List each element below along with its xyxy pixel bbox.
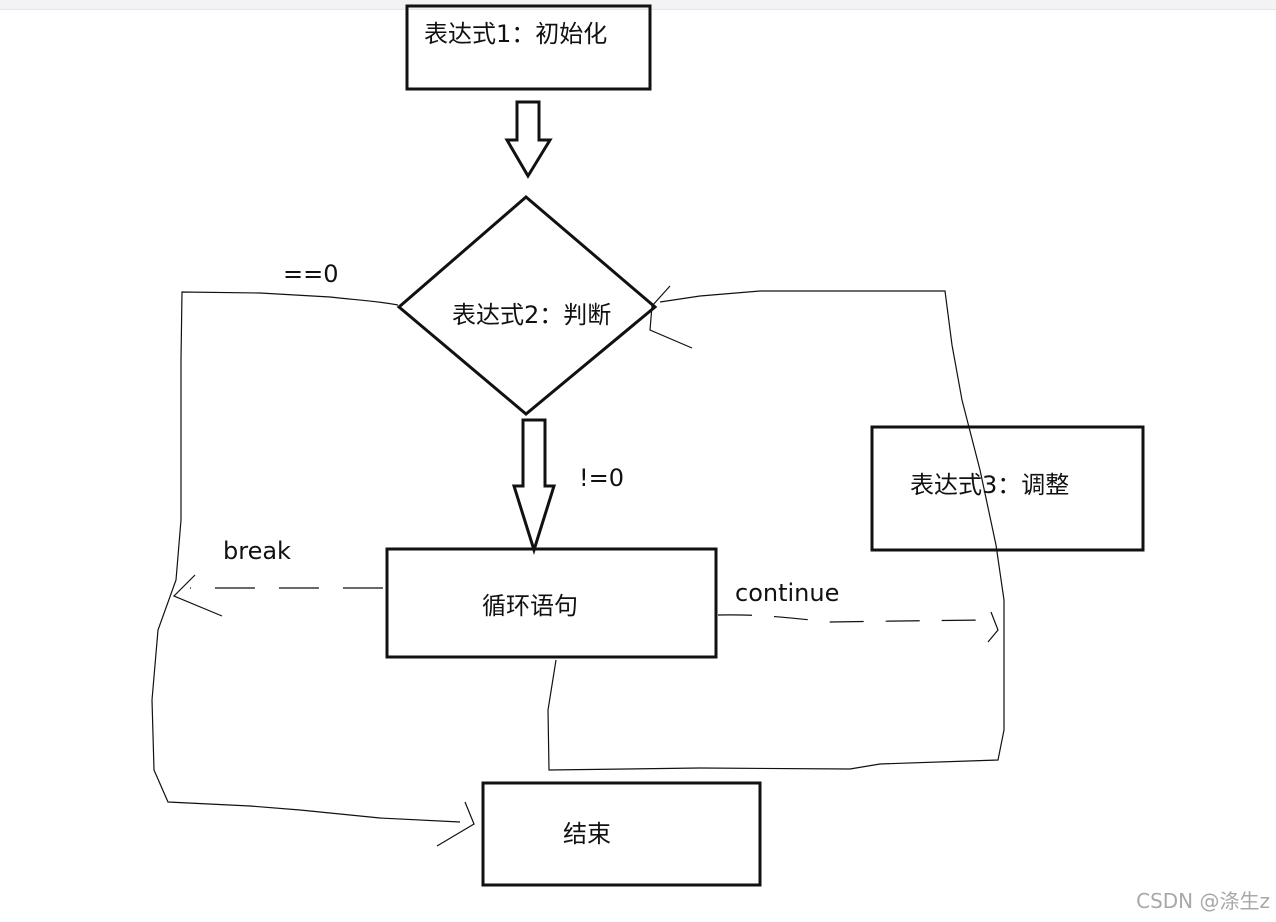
node-cond: 表达式2：判断: [396, 195, 658, 416]
edge-label-continue: continue: [735, 579, 839, 607]
node-adjust-label: 表达式3：调整: [910, 471, 1069, 499]
node-cond-label: 表达式2：判断: [452, 301, 611, 329]
node-body-label: 循环语句: [482, 592, 578, 620]
edge-break-arrowhead: [172, 574, 223, 617]
node-end: 结束: [481, 781, 762, 887]
edge-continue-arrowhead: [987, 611, 999, 643]
edge-eq-zero: [151, 291, 461, 823]
edge-eq-zero-arrowhead: [436, 801, 475, 847]
node-init: 表达式1：初始化: [405, 4, 652, 91]
arrow-init-to-cond: [504, 100, 553, 179]
edge-label-break: break: [223, 537, 291, 565]
edge-continue: [717, 614, 991, 623]
node-end-label: 结束: [563, 820, 611, 848]
node-init-label: 表达式1：初始化: [424, 20, 607, 48]
edge-loop-back-arrowhead: [649, 285, 693, 349]
watermark: CSDN @涤生z: [1136, 889, 1270, 913]
arrow-cond-to-body: [511, 418, 557, 556]
node-body: 循环语句: [385, 547, 718, 659]
edge-loop-back: [547, 290, 1005, 771]
edge-label-neq-zero: !=0: [579, 464, 624, 492]
edge-label-eq-zero: ==0: [283, 260, 339, 288]
node-adjust: 表达式3：调整: [870, 425, 1145, 552]
